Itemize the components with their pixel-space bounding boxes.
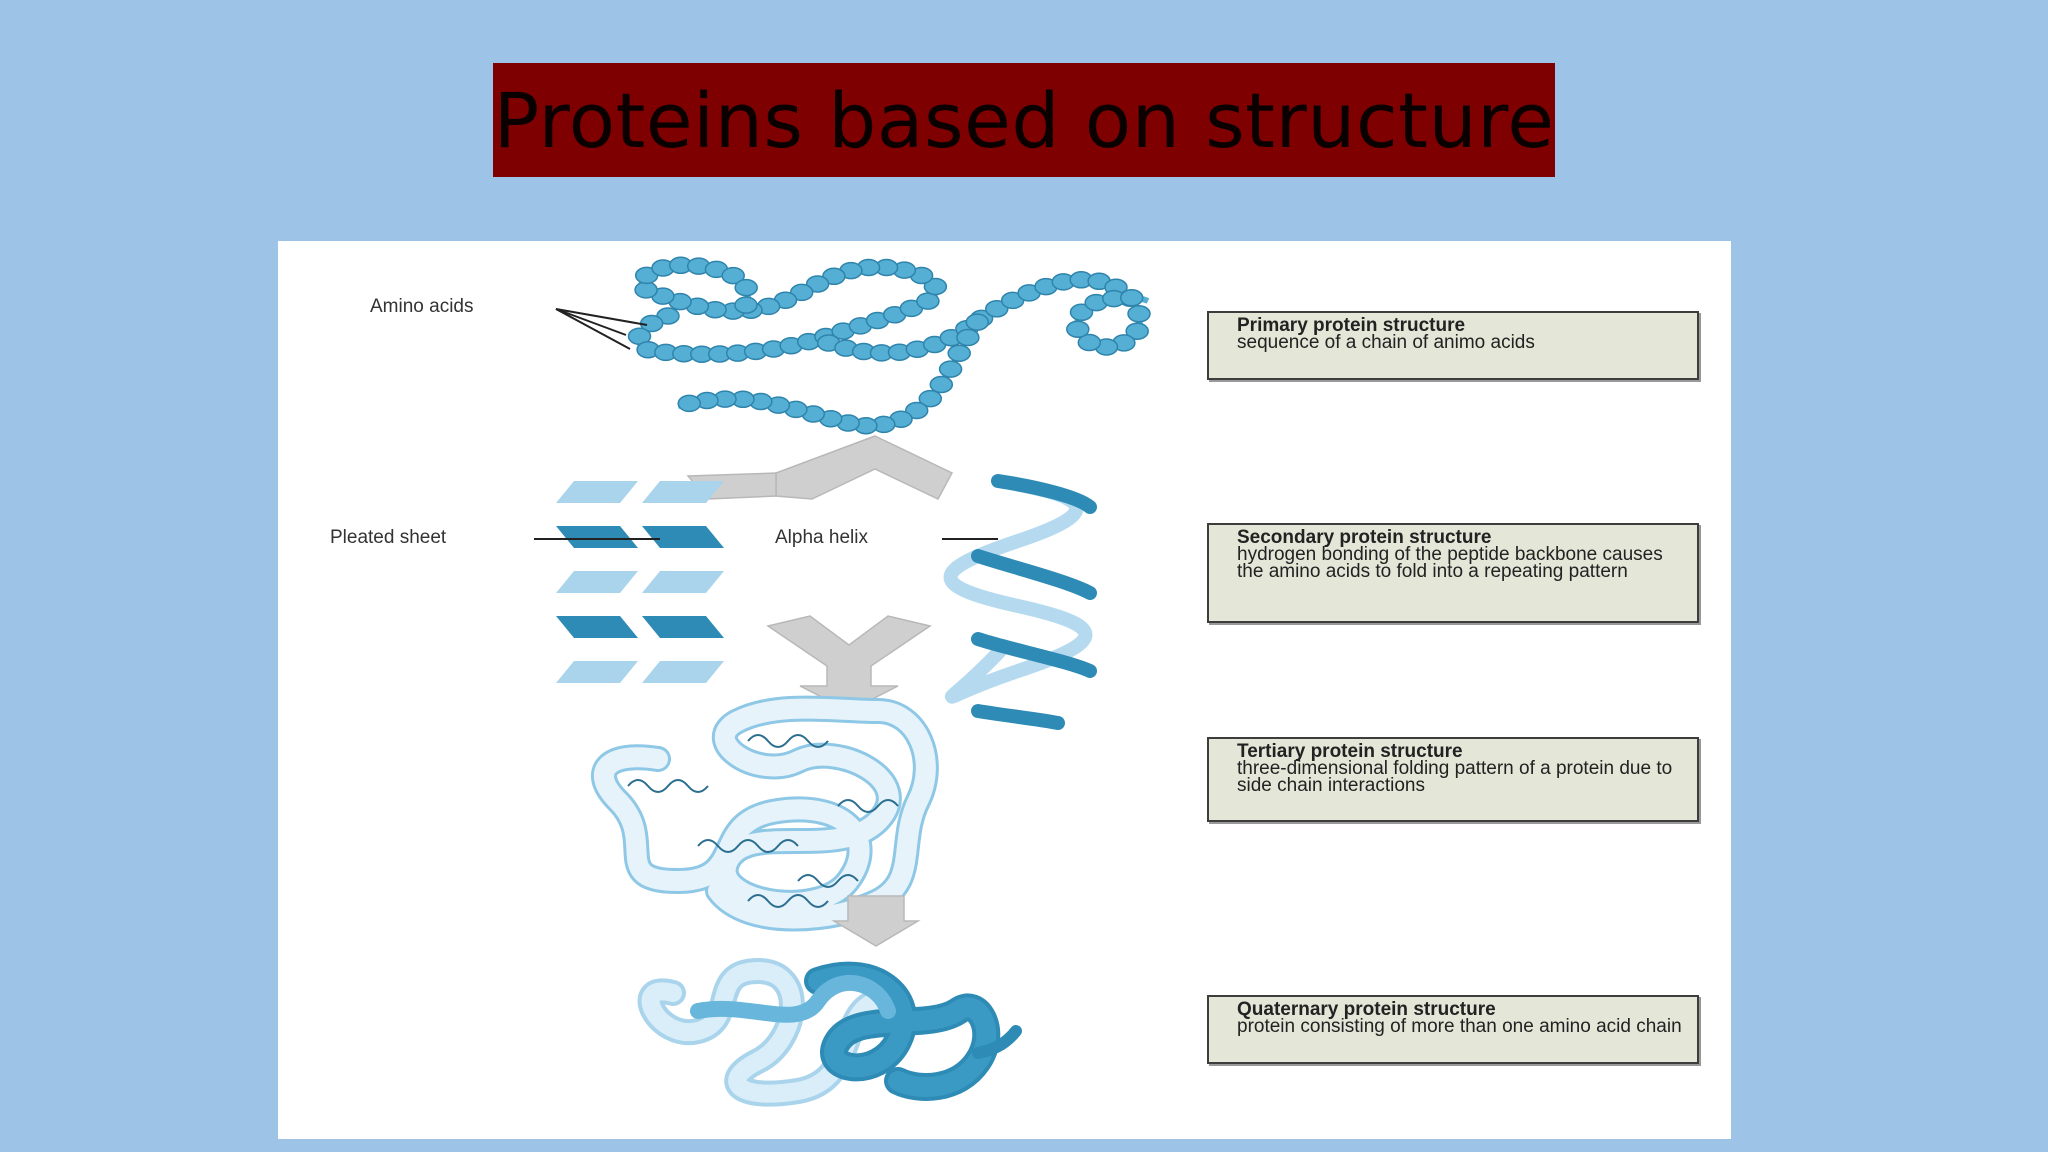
alpha-helix-label: Alpha helix — [775, 527, 868, 548]
amino-acid-bead — [1069, 303, 1094, 322]
amino-acid-bead — [734, 278, 758, 297]
amino-acid-bead — [734, 296, 758, 314]
amino-acid-bead — [805, 275, 830, 293]
secondary-structure-heading: Secondary protein structure — [1237, 527, 1492, 548]
quaternary-structure-description: protein consisting of more than one amin… — [1237, 1016, 1682, 1037]
down-arrow — [831, 895, 921, 947]
amino-acid-bead — [1066, 320, 1090, 338]
pleated-sheet-strand — [642, 571, 724, 593]
alpha-helix-shape — [943, 474, 1097, 730]
title-banner: Proteins based on structure — [493, 63, 1555, 177]
amino-acid-bead — [929, 375, 954, 394]
slide-title: Proteins based on structure — [493, 75, 1555, 165]
primary-structure-description: sequence of a chain of animo acids — [1237, 332, 1535, 353]
pleated-sheet-label: Pleated sheet — [330, 527, 447, 548]
amino-acid-bead — [904, 401, 929, 420]
merge-arrow — [766, 615, 932, 712]
pleated-sheet-strand — [556, 571, 638, 593]
amino-acid-bead — [916, 292, 940, 310]
pleated-sheet-strand — [642, 616, 724, 638]
amino-acid-pointers — [555, 308, 648, 350]
amino-acid-bead — [1125, 322, 1149, 340]
secondary-structure-description: hydrogen bonding of the peptide backbone… — [1237, 544, 1663, 582]
amino-acids-label: Amino acids — [370, 296, 474, 317]
quaternary-structure-box: Quaternary protein structure protein con… — [1207, 995, 1699, 1064]
amino-acid-bead — [965, 313, 990, 331]
amino-acid-bead — [634, 281, 658, 299]
pleated-sheet-strand — [556, 526, 638, 548]
pleated-sheet-strand — [642, 661, 724, 683]
primary-structure-box: Primary protein structure sequence of a … — [1207, 311, 1699, 380]
amino-acid-bead — [1127, 305, 1151, 323]
amino-acid-bead — [1119, 289, 1144, 307]
amino-acid-bead — [947, 344, 971, 362]
amino-acid-bead — [677, 394, 702, 413]
protein-structure-figure: Amino acids Pleated sheet Alpha helix Pr… — [278, 241, 1731, 1139]
tertiary-fold-shape — [591, 695, 939, 932]
primary-structure-heading: Primary protein structure — [1237, 315, 1466, 336]
amino-acid-bead — [1077, 333, 1102, 352]
protein-diagram — [534, 256, 1151, 1107]
pleated-sheet-strand — [556, 616, 638, 638]
amino-acid-bead — [923, 277, 948, 296]
pleated-sheet-strand — [556, 661, 638, 683]
split-arrow — [686, 435, 954, 500]
amino-acid-bead — [938, 360, 963, 378]
pleated-sheet-strand — [642, 481, 724, 503]
pleated-sheet-strand — [642, 526, 724, 548]
tertiary-structure-box: Tertiary protein structure three-dimensi… — [1207, 737, 1699, 822]
amino-acid-bead — [918, 389, 943, 408]
amino-acid-bead — [956, 328, 980, 347]
secondary-structure-box: Secondary protein structure hydrogen bon… — [1207, 523, 1699, 623]
amino-acid-bead — [985, 300, 1009, 318]
amino-acid-bead — [721, 266, 745, 285]
quaternary-fold-shape — [637, 958, 1022, 1107]
amino-acid-chain — [627, 256, 1151, 435]
quaternary-structure-heading: Quaternary protein structure — [1237, 999, 1496, 1020]
pleated-sheet-strand — [556, 481, 638, 503]
tertiary-structure-description: three-dimensional folding pattern of a p… — [1237, 758, 1673, 796]
pleated-sheet-shape — [556, 481, 724, 683]
tertiary-structure-heading: Tertiary protein structure — [1237, 741, 1463, 762]
